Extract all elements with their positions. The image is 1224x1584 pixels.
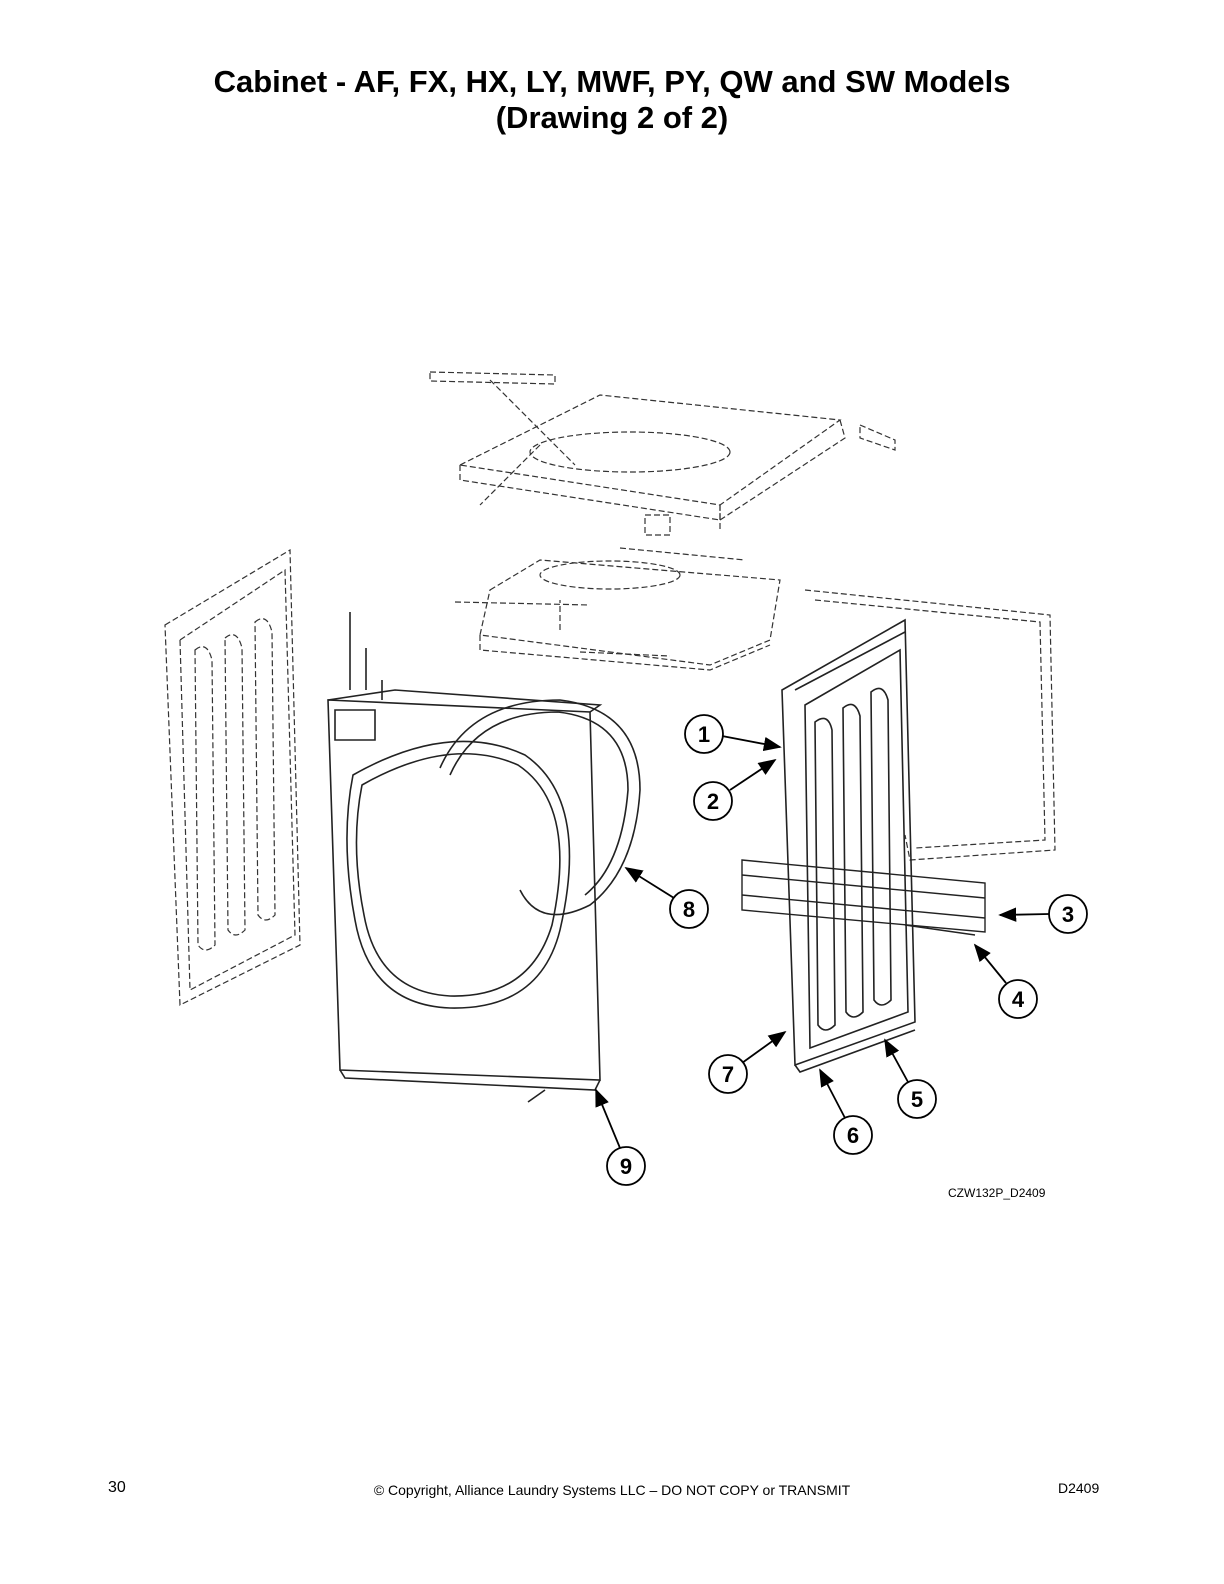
callout-2: 2	[693, 781, 733, 821]
svg-text:8: 8	[683, 897, 695, 922]
left-side-panel	[164, 548, 301, 1006]
control-panel-assembly	[454, 547, 781, 671]
svg-text:1: 1	[698, 722, 710, 747]
back-panel-frame	[804, 589, 1056, 861]
rear-bracket	[741, 859, 986, 936]
drawing-code: CZW132P_D2409	[948, 1186, 1046, 1200]
callout-8: 8	[669, 889, 709, 929]
copyright-notice: © Copyright, Alliance Laundry Systems LL…	[373, 1482, 851, 1498]
callout-1: 1	[684, 714, 724, 754]
page-subtitle: (Drawing 2 of 2)	[495, 100, 729, 135]
callout-3: 3	[1048, 894, 1088, 934]
front-panel	[327, 612, 641, 1103]
svg-text:3: 3	[1062, 902, 1074, 927]
page-number: 30	[108, 1479, 126, 1496]
svg-text:5: 5	[911, 1087, 923, 1112]
document-number: D2409	[1058, 1480, 1100, 1496]
svg-text:6: 6	[847, 1123, 859, 1148]
svg-text:9: 9	[620, 1154, 632, 1179]
callout-7: 7	[708, 1054, 748, 1094]
svg-text:7: 7	[722, 1062, 734, 1087]
callout-leaders	[595, 735, 1050, 1149]
callout-9: 9	[606, 1146, 646, 1186]
svg-text:2: 2	[707, 789, 719, 814]
callout-4: 4	[998, 979, 1038, 1019]
callout-6: 6	[833, 1115, 873, 1155]
page-title: Cabinet - AF, FX, HX, LY, MWF, PY, QW an…	[213, 64, 1011, 99]
right-side-panel	[781, 618, 916, 1073]
callout-5: 5	[897, 1079, 937, 1119]
top-panel	[429, 371, 896, 536]
svg-text:4: 4	[1012, 987, 1025, 1012]
